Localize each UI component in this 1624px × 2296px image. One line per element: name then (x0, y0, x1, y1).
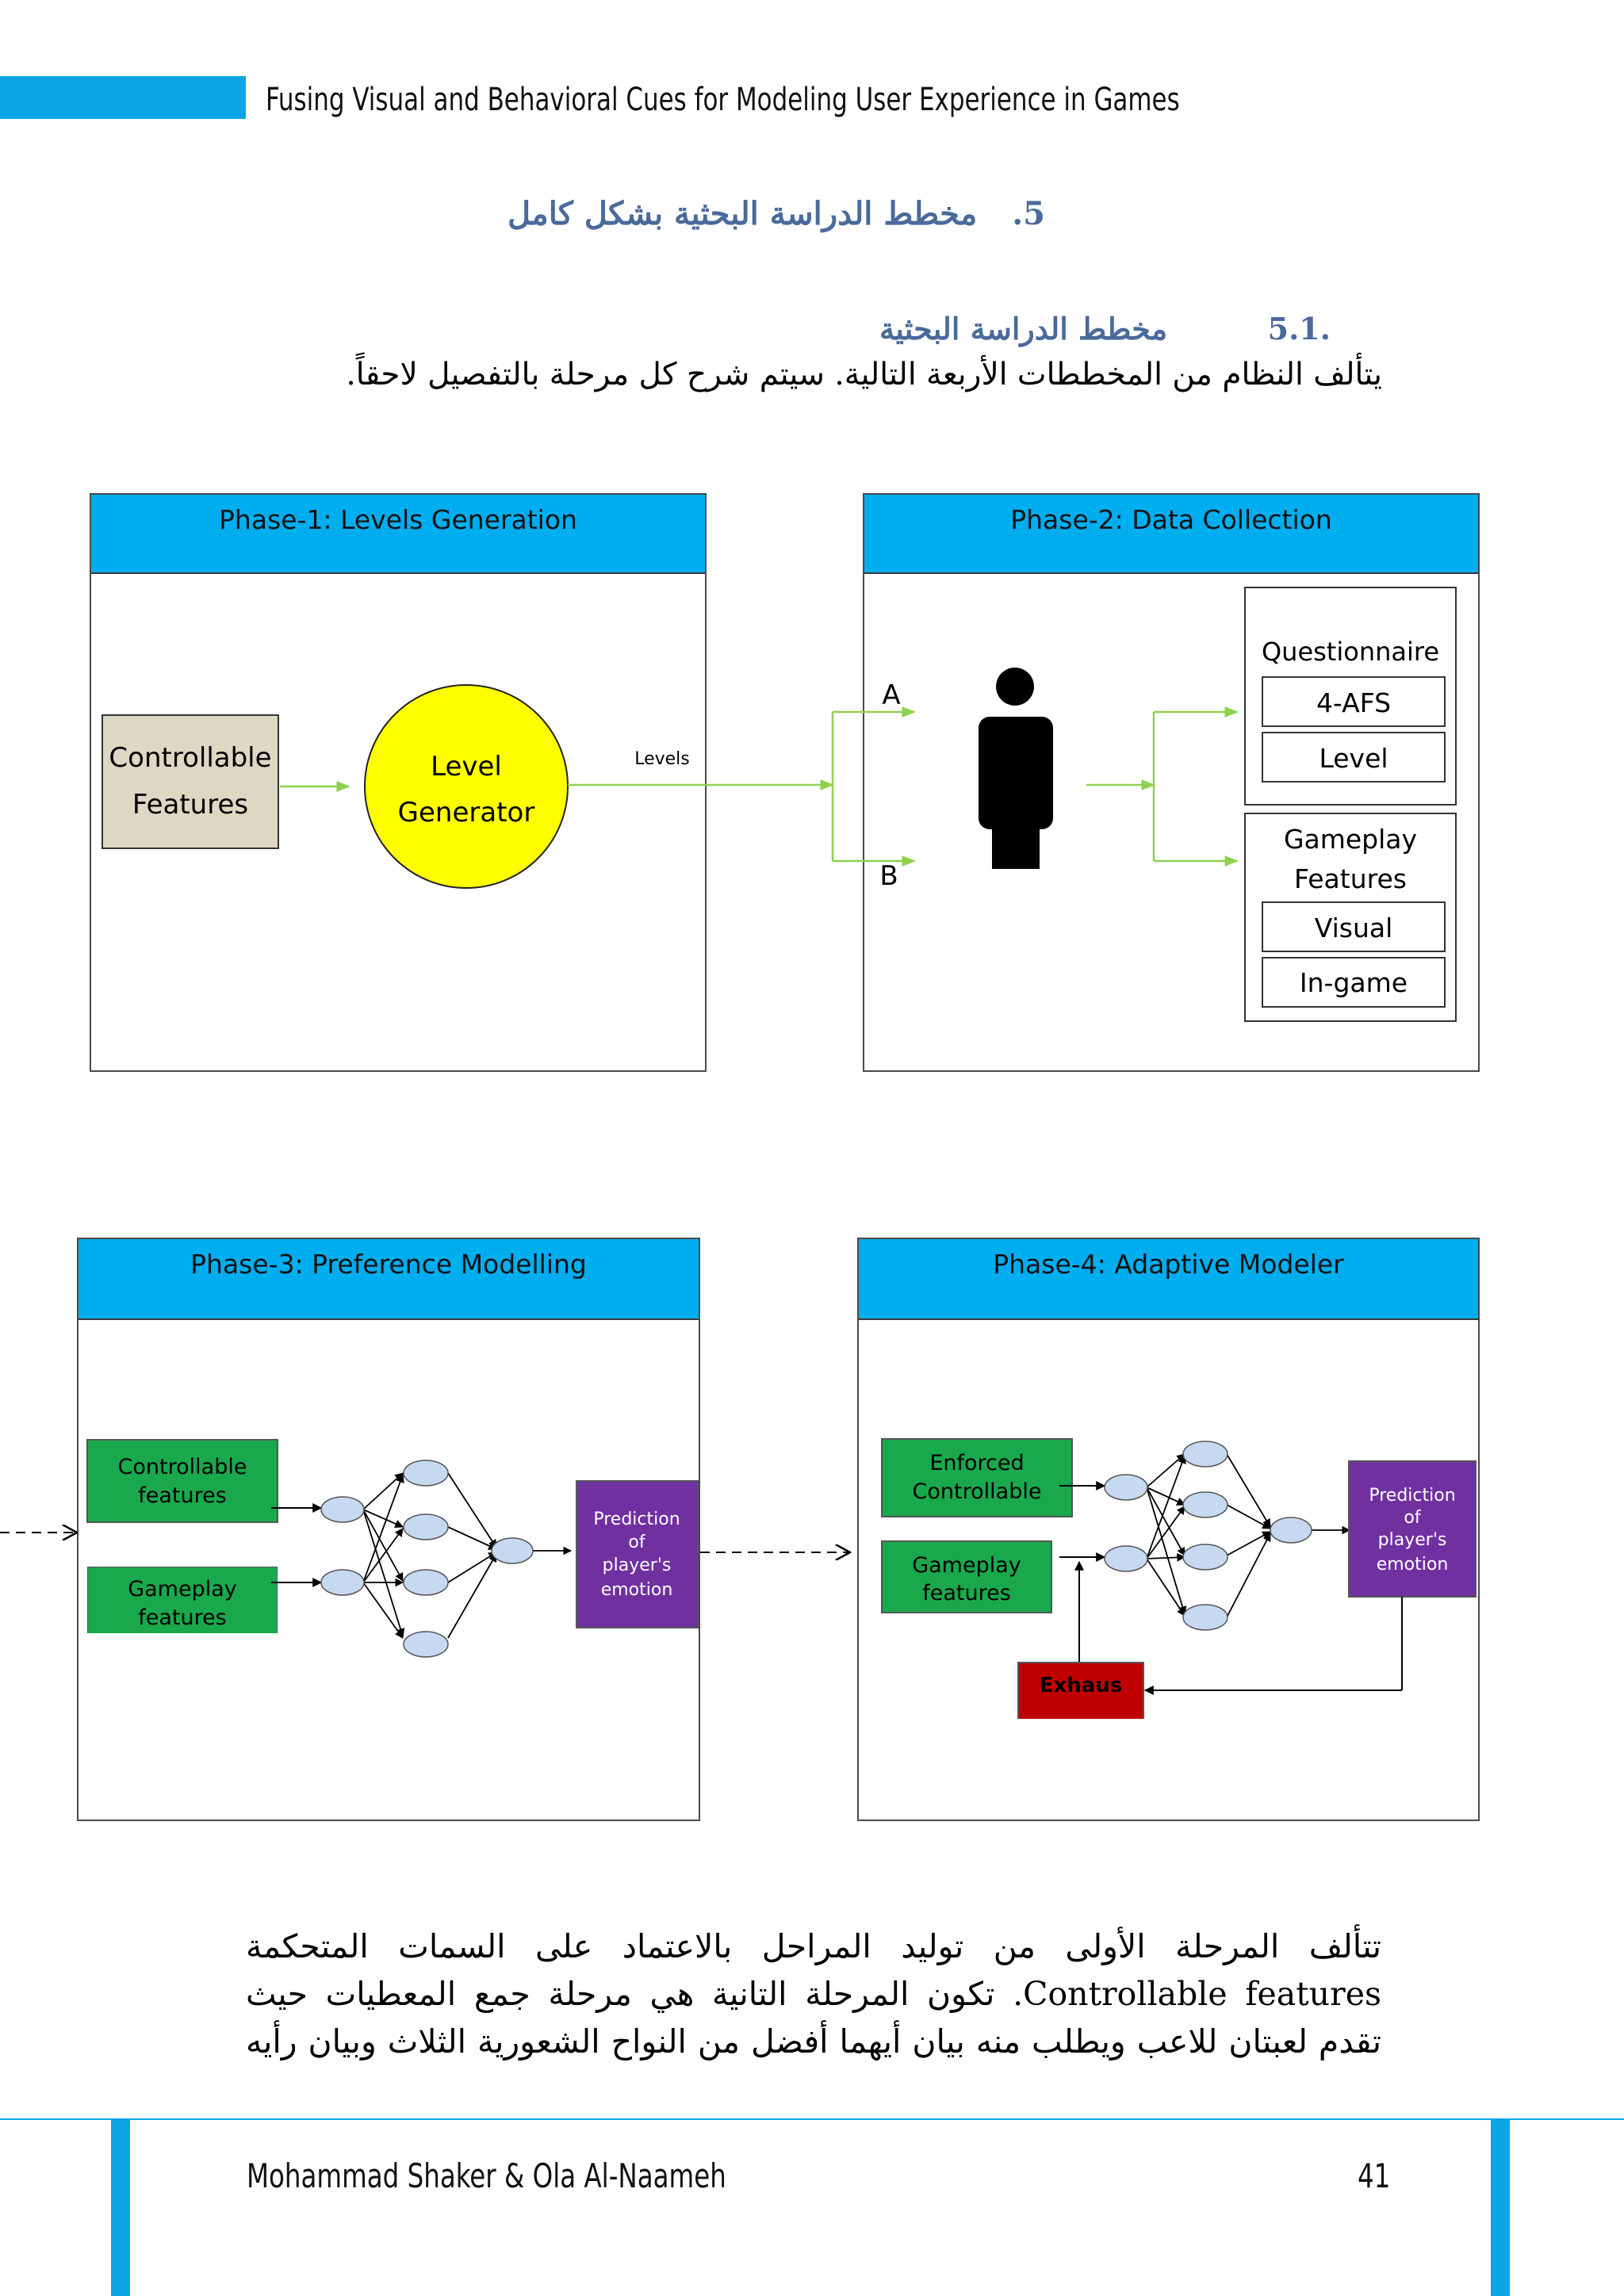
p4-prediction-line3: player's (1378, 1530, 1447, 1550)
p3-gameplay-line2: features (138, 1605, 227, 1630)
player-icon (979, 668, 1053, 869)
header-accent-bar (0, 76, 246, 119)
level-generator-line1: Level (431, 751, 502, 783)
feedback-split-connector (1152, 706, 1239, 867)
p4-exhaustive-search-label: Exhaus (1040, 1674, 1123, 1697)
controllable-features-box (102, 714, 279, 849)
p4-enforced-line2: Controllable (913, 1479, 1042, 1504)
label-b: B (879, 860, 898, 892)
p3-prediction-line2: of (628, 1533, 645, 1552)
p4-feedback-loop-arrow (1074, 1560, 1403, 1695)
p4-prediction-line2: of (1404, 1508, 1421, 1528)
running-header-title: Fusing Visual and Behavioral Cues for Mo… (266, 82, 1180, 118)
p3-prediction-box (576, 1480, 699, 1628)
footer-page-number: 41 (1358, 2156, 1391, 2195)
section-heading: 5. مخطط الدراسة البحثية بشكل كامل (508, 195, 1045, 232)
phase1-title: Phase-1: Levels Generation (91, 495, 705, 574)
p4-gameplay-line2: features (922, 1581, 1011, 1605)
level-label: Level (1319, 743, 1388, 774)
p4-enforced-controllable-box (881, 1438, 1073, 1517)
diagram-canvas: Controllable Features Level Generator Le… (0, 587, 1477, 1719)
level-generator-circle (364, 684, 569, 889)
p4-gameplay-line1: Gameplay (912, 1553, 1021, 1578)
p3-gameplay-features-box: Gameplay features (87, 1567, 278, 1633)
gameplay-features-line1: Gameplay (1284, 824, 1417, 855)
subsection-heading: .5.1 مخطط الدراسة البحثية (879, 311, 1331, 346)
body-paragraph: تتألف المرحلة الأولى من توليد المراحل با… (246, 1927, 1381, 2061)
p4-exhaustive-search-box: Exhaus (1017, 1662, 1144, 1719)
controllable-features-line1: Controllable (109, 742, 271, 774)
level-generator-line2: Generator (398, 797, 535, 828)
p3-controllable-line1: Controllable (118, 1455, 247, 1479)
levels-arrow-label: Levels (634, 749, 690, 769)
section-title: مخطط الدراسة البحثية بشكل كامل (508, 195, 978, 232)
p3-gameplay-line1: Gameplay (128, 1577, 237, 1601)
p3-prediction-line3: player's (603, 1556, 672, 1575)
footer-post-right (1491, 2120, 1510, 2296)
phase4-title: Phase-4: Adaptive Modeler (859, 1239, 1478, 1320)
controllable-features-line2: Features (132, 789, 248, 821)
visual-label: Visual (1315, 913, 1393, 943)
p4-prediction-box (1348, 1460, 1477, 1598)
section-number: 5. (1012, 195, 1045, 232)
p3-controllable-features-box (86, 1439, 278, 1523)
in-game-box (1262, 957, 1446, 1008)
label-a: A (882, 679, 900, 711)
level-box (1262, 732, 1446, 783)
p3-neural-network (320, 1460, 573, 1658)
subsection-title: مخطط الدراسة البحثية (879, 311, 1168, 346)
phase3-title: Phase-3: Preference Modelling (79, 1239, 699, 1320)
p4-prediction-line4: emotion (1377, 1555, 1449, 1575)
gameplay-features-line2: Features (1294, 863, 1407, 894)
subsection-intro: يتألف النظام من المخططات الأربعة التالية… (346, 357, 1382, 392)
footer-post-left (111, 2120, 130, 2296)
p4-neural-network (1104, 1441, 1351, 1631)
afs-label: 4-AFS (1316, 687, 1391, 718)
footer-authors: Mohammad Shaker & Ola Al-Naameh (247, 2156, 726, 2195)
p3-prediction-line4: emotion (601, 1580, 673, 1600)
afs-box (1262, 676, 1446, 727)
subsection-number: .5.1 (1267, 311, 1331, 346)
visual-box (1262, 901, 1446, 952)
footer-rule (0, 2118, 1624, 2120)
p3-prediction-line1: Prediction (593, 1510, 680, 1529)
p4-enforced-line1: Enforced (929, 1451, 1024, 1475)
ab-split-connector (831, 706, 916, 867)
p3-controllable-line2: features (138, 1483, 227, 1508)
p4-gameplay-features-box (881, 1540, 1052, 1613)
phase2-title: Phase-2: Data Collection (864, 495, 1478, 574)
p4-prediction-line1: Prediction (1369, 1486, 1455, 1506)
in-game-label: In-game (1300, 967, 1408, 998)
questionnaire-label: Questionnaire (1262, 637, 1439, 667)
